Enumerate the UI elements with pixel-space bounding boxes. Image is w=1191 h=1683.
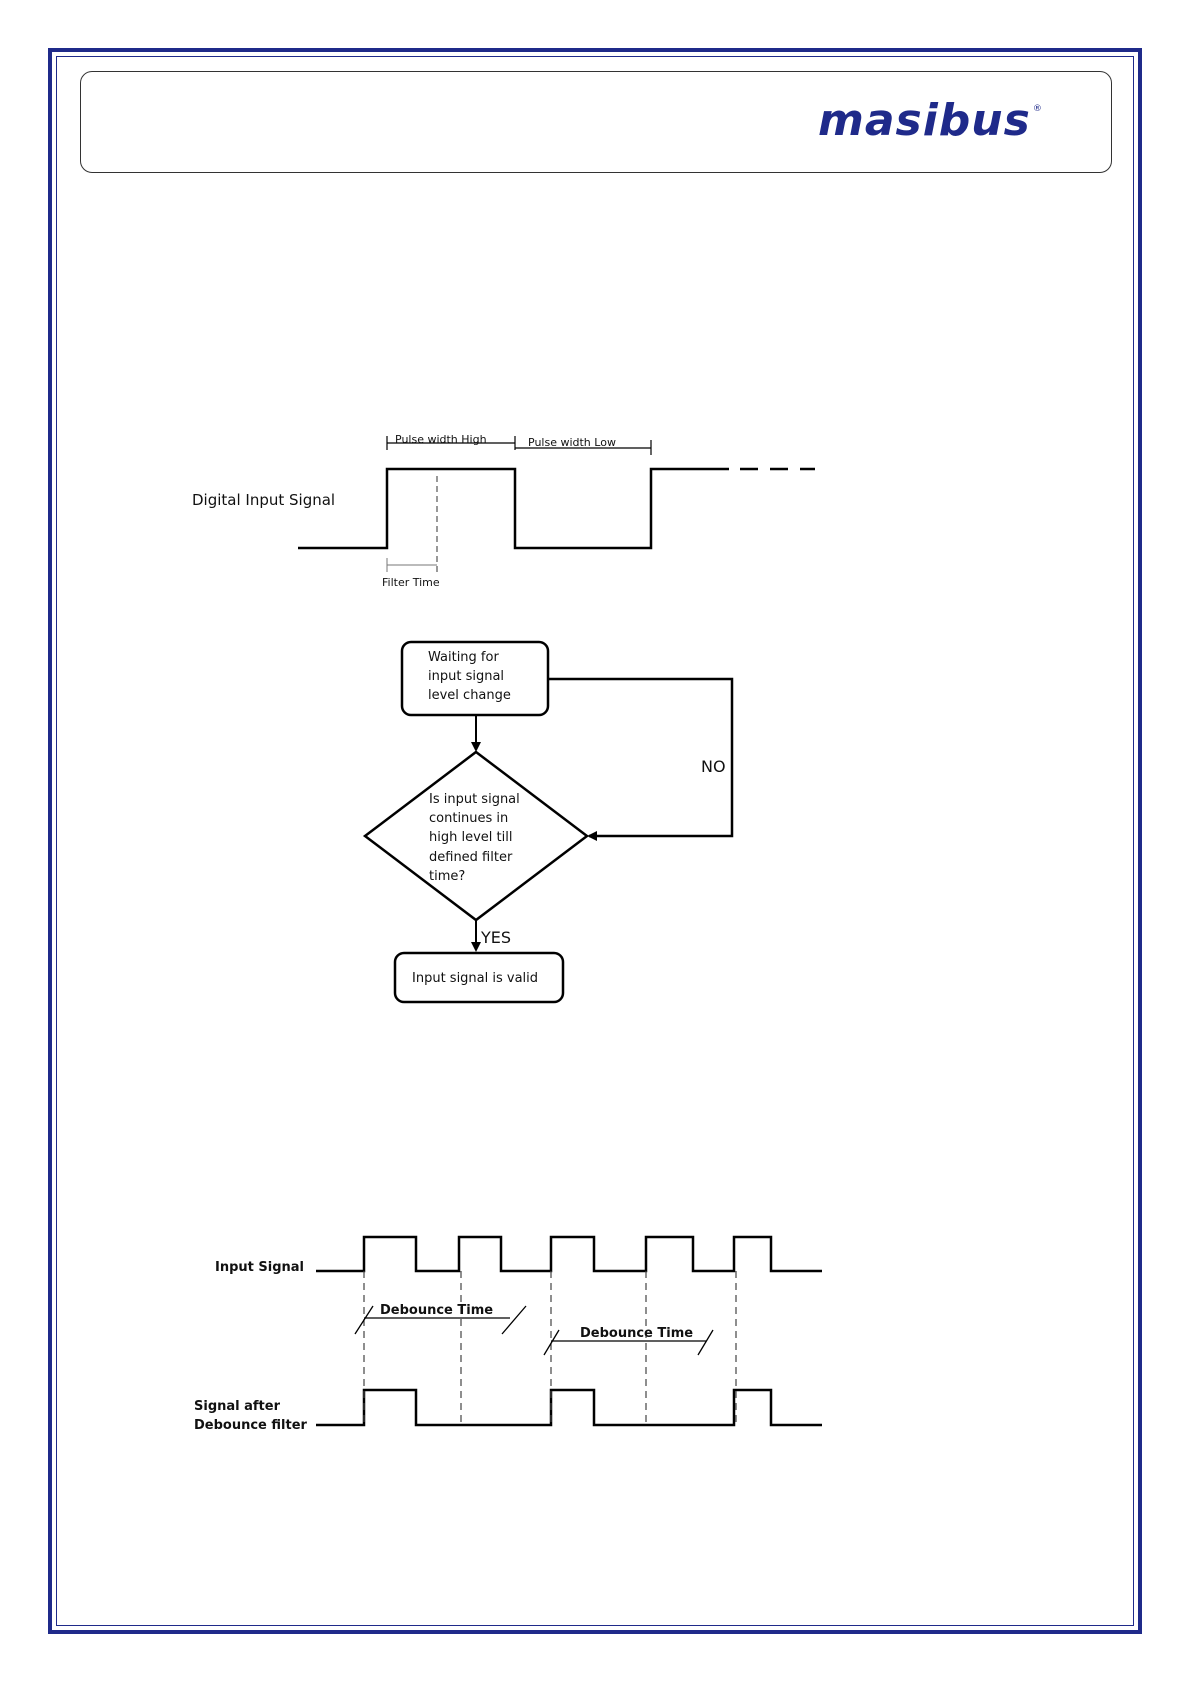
digital-input-signal-label: Digital Input Signal xyxy=(192,491,335,509)
no-label: NO xyxy=(701,757,726,776)
decision-line-4: defined filter xyxy=(429,850,513,865)
digital-input-waveform xyxy=(298,469,729,548)
debounce-slash-2b xyxy=(698,1330,713,1355)
input-signal-label: Input Signal xyxy=(215,1260,304,1275)
input-signal-waveform xyxy=(316,1237,822,1271)
decision-line-1: Is input signal xyxy=(429,792,520,807)
decision-line-5: time? xyxy=(429,869,465,884)
debounce-filter-label: Debounce filter xyxy=(194,1418,308,1433)
pulse-width-low-label: Pulse width Low xyxy=(528,436,616,449)
waiting-box-line-2: input signal xyxy=(428,669,504,684)
waiting-box-line-3: level change xyxy=(428,688,511,703)
debounce-time-label-2: Debounce Time xyxy=(580,1326,693,1341)
decision-line-3: high level till xyxy=(429,830,512,845)
waiting-box-line-1: Waiting for xyxy=(428,650,499,665)
timing-diagram: Digital Input Signal Pulse width High Pu… xyxy=(192,433,815,589)
decision-line-2: continues in xyxy=(429,811,508,826)
valid-box-label: Input signal is valid xyxy=(412,971,538,986)
filter-time-label: Filter Time xyxy=(382,576,440,589)
debounce-time-label-1: Debounce Time xyxy=(380,1303,493,1318)
pulse-width-high-label: Pulse width High xyxy=(395,433,487,446)
debounce-slash-1b xyxy=(502,1306,526,1334)
signal-after-label: Signal after xyxy=(194,1399,281,1414)
debounce-diagram: Input Signal Signal after Debounce filte… xyxy=(194,1237,822,1433)
flowchart: Waiting for input signal level change Is… xyxy=(365,642,732,1002)
yes-label: YES xyxy=(480,928,511,947)
debounced-signal-waveform xyxy=(316,1390,822,1425)
